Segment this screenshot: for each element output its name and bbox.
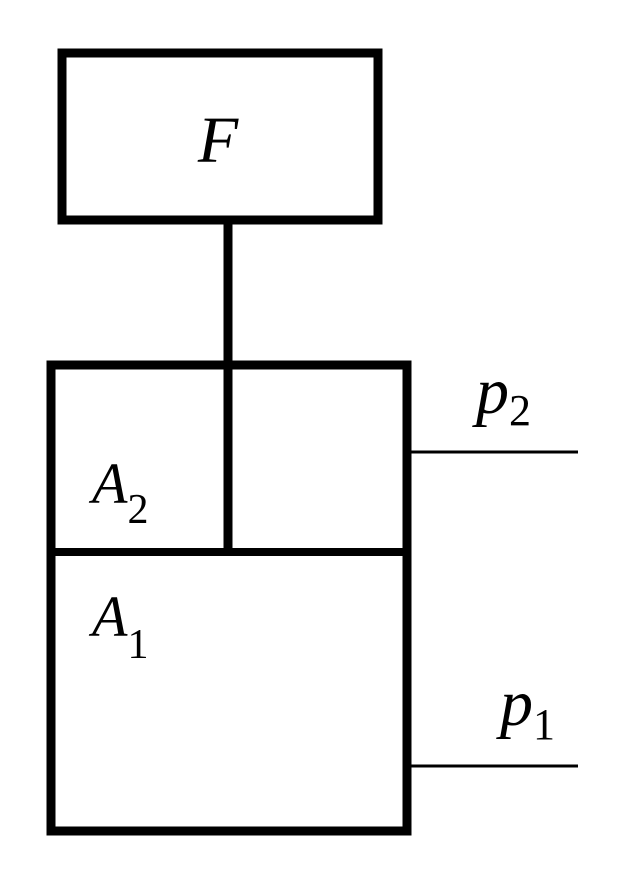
force-label: F bbox=[197, 104, 239, 177]
load-box bbox=[57, 48, 383, 225]
cylinder-body bbox=[46, 360, 412, 836]
pressure-label-upper: p2 bbox=[472, 355, 531, 435]
area-label-lower: A1 bbox=[88, 584, 148, 668]
area-label-upper: A2 bbox=[88, 451, 148, 533]
pressure-label-lower: p1 bbox=[496, 667, 555, 749]
